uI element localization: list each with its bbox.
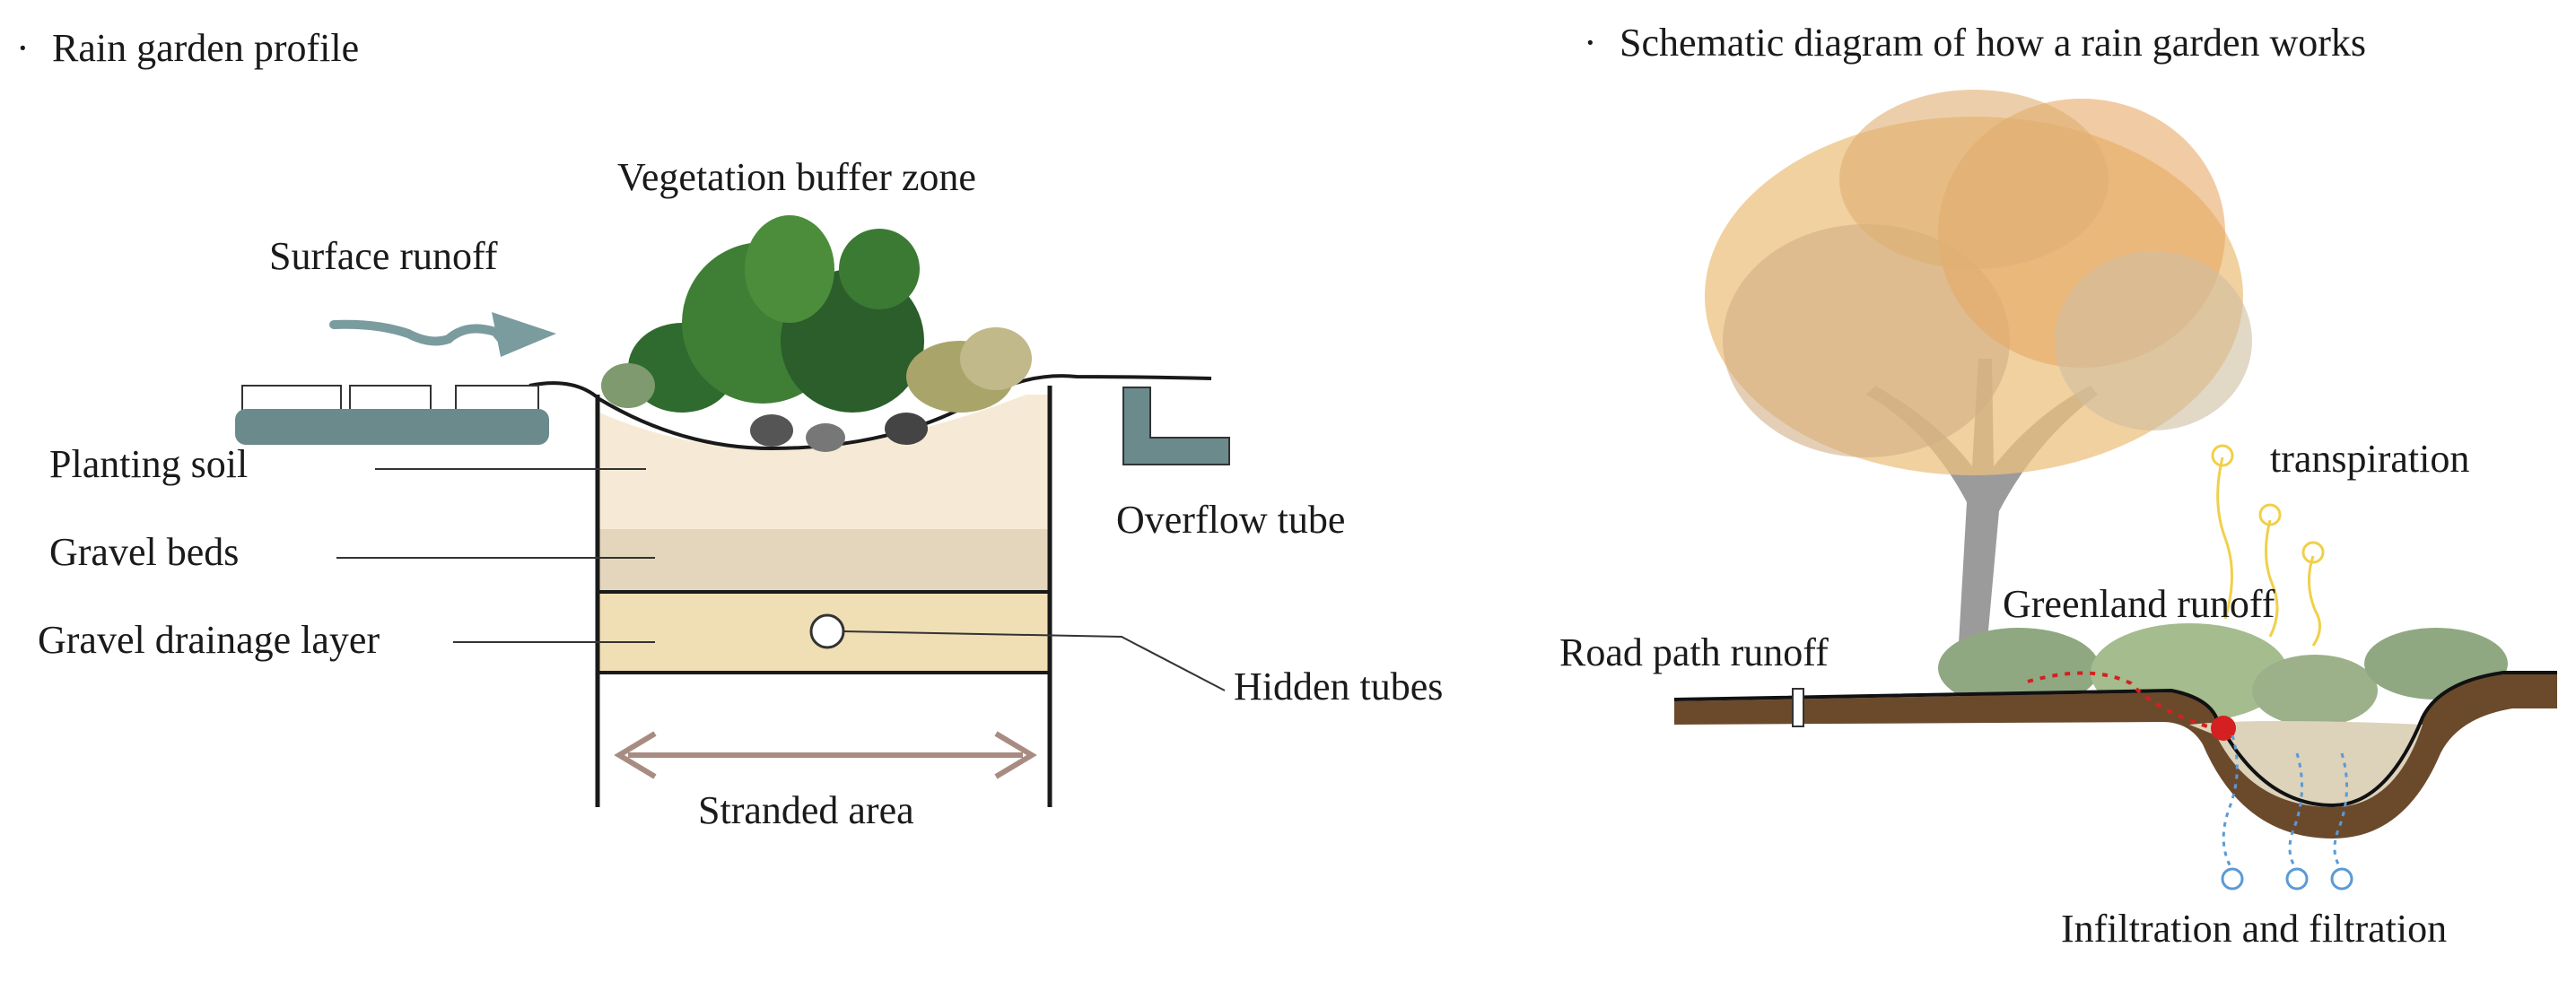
stranded-arrow-right-head <box>994 731 1037 779</box>
transpiration-indicators <box>2211 444 2325 647</box>
overflow-tube-label: Overflow tube <box>1116 498 1345 542</box>
grass-clump <box>2252 655 2378 726</box>
paver-block <box>241 385 342 412</box>
greenland-runoff-label: Greenland runoff <box>2003 582 2275 626</box>
ground-surface-outline <box>1673 671 2557 808</box>
road-pipe-marker <box>1792 688 1804 727</box>
left-panel-title: Rain garden profile <box>52 26 359 70</box>
hidden-tubes-label: Hidden tubes <box>1234 665 1443 708</box>
grass-clump <box>1938 628 2100 708</box>
right-panel-how-it-works: · Schematic diagram of how a rain garden… <box>1559 21 2557 951</box>
gravel-drainage-layer-label: Gravel drainage layer <box>38 618 380 662</box>
vegetation-buffer-zone-label: Vegetation buffer zone <box>617 155 976 199</box>
vegetation-cluster <box>601 215 1032 452</box>
right-title-bullet: · <box>1584 21 1597 65</box>
overflow-tube-shape <box>1122 387 1230 465</box>
infiltration-droplets <box>2221 867 2353 891</box>
road-path-runoff-label: Road path runoff <box>1559 630 1829 674</box>
surface-runoff-label: Surface runoff <box>269 234 498 278</box>
left-panel-rain-garden-profile: · Rain garden profile <box>16 26 1443 832</box>
ground-band <box>1674 674 2557 839</box>
runoff-dot <box>2211 716 2236 741</box>
surface-runoff-arrow-shaft <box>329 319 509 347</box>
greenland-runoff-path <box>2027 671 2208 728</box>
stranded-arrow-left-head <box>614 731 657 779</box>
left-title-bullet: · <box>16 26 30 70</box>
basin-fill <box>2189 721 2423 807</box>
tree <box>1705 90 2252 691</box>
stranded-area-label: Stranded area <box>698 788 914 832</box>
right-panel-title: Schematic diagram of how a rain garden w… <box>1620 21 2366 65</box>
infiltration-indicators <box>2222 734 2348 871</box>
hidden-tubes-leader <box>843 630 1226 691</box>
transpiration-label: transpiration <box>2270 437 2469 481</box>
infiltration-filtration-label: Infiltration and filtration <box>2061 907 2447 951</box>
planting-soil-label: Planting soil <box>49 442 248 486</box>
paver-block <box>455 385 539 412</box>
surface-runoff-arrow-head <box>492 312 556 357</box>
gravel-beds-layer <box>599 529 1048 592</box>
paver-block <box>349 385 432 412</box>
hidden-tube-circle <box>809 613 845 649</box>
gravel-beds-label: Gravel beds <box>49 530 239 574</box>
pavement-base <box>235 409 549 445</box>
